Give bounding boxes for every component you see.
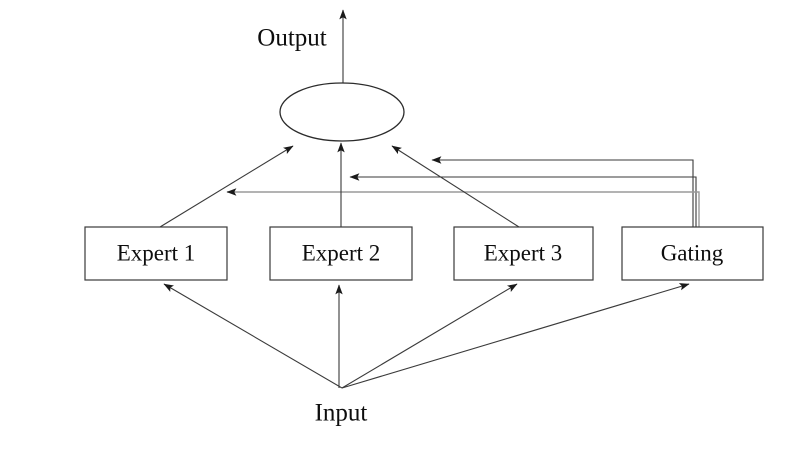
edge-gating-to-expert-1-path bbox=[226, 188, 700, 227]
edge-input-to-gating bbox=[341, 283, 690, 389]
edge-expert-3-to-combiner bbox=[391, 145, 520, 228]
node-label-gating: Gating bbox=[661, 240, 724, 265]
node-box-gating[interactable] bbox=[621, 226, 764, 281]
input-label: Input bbox=[315, 400, 368, 427]
node-label-expert-2: Expert 2 bbox=[302, 240, 381, 265]
node-label-expert-3: Expert 3 bbox=[484, 240, 563, 265]
edge-expert-1-to-combiner bbox=[159, 145, 294, 228]
node-box-expert-2[interactable] bbox=[269, 226, 413, 281]
edge-input-to-expert-3 bbox=[341, 283, 518, 389]
node-label-expert-1: Expert 1 bbox=[117, 240, 196, 265]
edge-gating-to-combiner bbox=[431, 156, 694, 227]
node-box-expert-1[interactable] bbox=[84, 226, 228, 281]
edge-input-to-expert-1 bbox=[163, 283, 343, 389]
output-label: Output bbox=[257, 25, 327, 52]
combiner-node[interactable] bbox=[279, 82, 405, 142]
node-box-expert-3[interactable] bbox=[453, 226, 594, 281]
edge-gating-to-expert-2-path bbox=[349, 173, 697, 227]
